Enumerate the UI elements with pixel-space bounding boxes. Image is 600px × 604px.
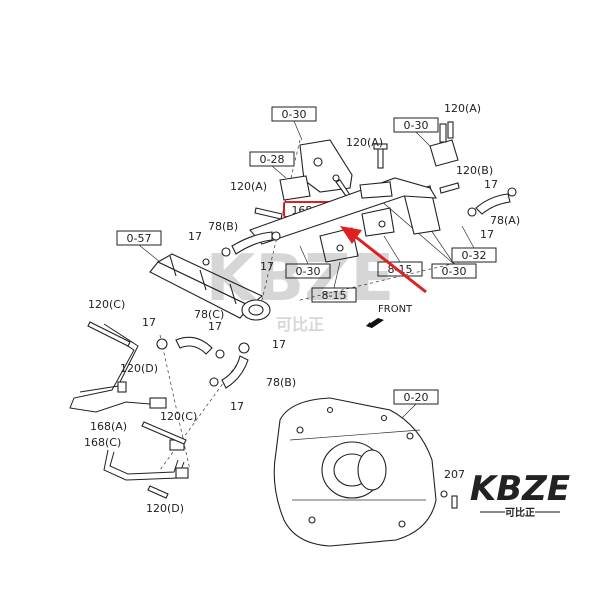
svg-text:KBZE: KBZE: [206, 242, 395, 316]
highlight-arrow: [340, 226, 427, 294]
svg-text:168(A): 168(A): [90, 420, 127, 433]
svg-text:120(A): 120(A): [346, 136, 383, 149]
svg-text:17: 17: [142, 316, 156, 329]
svg-text:78(B): 78(B): [208, 220, 238, 233]
svg-text:0-30: 0-30: [296, 265, 321, 278]
svg-text:0-57: 0-57: [127, 232, 152, 245]
svg-text:120(C): 120(C): [160, 410, 197, 423]
svg-text:120(A): 120(A): [444, 102, 481, 115]
ref-box-0-20: 0-20: [393, 389, 439, 405]
svg-text:17: 17: [188, 230, 202, 243]
svg-text:17: 17: [484, 178, 498, 191]
svg-text:0-32: 0-32: [462, 249, 487, 262]
transmission-bell-housing: [273, 397, 437, 547]
ref-box-0-30-top: 0-30: [271, 106, 317, 122]
svg-text:120(D): 120(D): [120, 362, 158, 375]
svg-text:78(A): 78(A): [490, 214, 520, 227]
svg-text:207: 207: [444, 468, 465, 481]
bolt-207: [440, 490, 458, 509]
svg-text:120(B): 120(B): [456, 164, 493, 177]
svg-text:78(B): 78(B): [266, 376, 296, 389]
pipe-168a: [69, 321, 167, 413]
bolt-120b-right: [439, 182, 460, 194]
bolt-120a-right: [447, 121, 454, 139]
svg-text:0-30: 0-30: [442, 265, 467, 278]
ref-box-0-30-far: 0-30: [431, 263, 477, 279]
svg-text:0-28: 0-28: [260, 153, 285, 166]
callout-labels: 120(A) 120(A) 120(A) 120(B) 17 78(A) 17 …: [84, 102, 520, 515]
hose-78b-top: [221, 231, 281, 257]
svg-text:168(C): 168(C): [84, 436, 121, 449]
bolt-120a-left: [254, 207, 283, 220]
svg-text:78(C): 78(C): [194, 308, 224, 321]
svg-text:可比正: 可比正: [505, 506, 535, 519]
svg-text:0-20: 0-20: [404, 391, 429, 404]
ref-box-0-28: 0-28: [249, 151, 295, 167]
svg-text:17: 17: [230, 400, 244, 413]
svg-text:17: 17: [260, 260, 274, 273]
hose-78a: [467, 187, 517, 217]
ref-box-0-32: 0-32: [451, 247, 497, 263]
svg-text:8-15: 8-15: [322, 289, 347, 302]
svg-text:0-30: 0-30: [404, 119, 429, 132]
svg-text:120(C): 120(C): [88, 298, 125, 311]
ref-box-0-30-right: 0-30: [393, 117, 439, 133]
pipe-168c: [103, 421, 189, 499]
bolt-120a-top: [373, 143, 388, 169]
right-upper-bracket: [403, 123, 459, 235]
hose-78c: [156, 336, 225, 359]
upper-mounting-bracket: [279, 139, 353, 201]
svg-text:17: 17: [480, 228, 494, 241]
svg-text:0-30: 0-30: [282, 108, 307, 121]
svg-text:KBZE: KBZE: [470, 469, 570, 509]
ref-box-8-15-left: 8-15: [311, 287, 357, 303]
front-direction-arrow: [366, 318, 384, 328]
svg-text:120(D): 120(D): [146, 502, 184, 515]
svg-text:FRONT: FRONT: [378, 304, 413, 315]
ref-box-0-30-mid: 0-30: [285, 263, 331, 279]
svg-text:120(A): 120(A): [230, 180, 267, 193]
oil-cooler: [149, 253, 271, 321]
svg-text:可比正: 可比正: [276, 315, 324, 334]
svg-text:17: 17: [272, 338, 286, 351]
center-watermark: KBZE 可比正: [206, 242, 395, 334]
ref-box-0-57: 0-57: [116, 230, 162, 246]
hose-78b-mid: [209, 342, 250, 389]
kbze-logo: KBZE 可比正: [470, 469, 570, 519]
svg-text:17: 17: [208, 320, 222, 333]
